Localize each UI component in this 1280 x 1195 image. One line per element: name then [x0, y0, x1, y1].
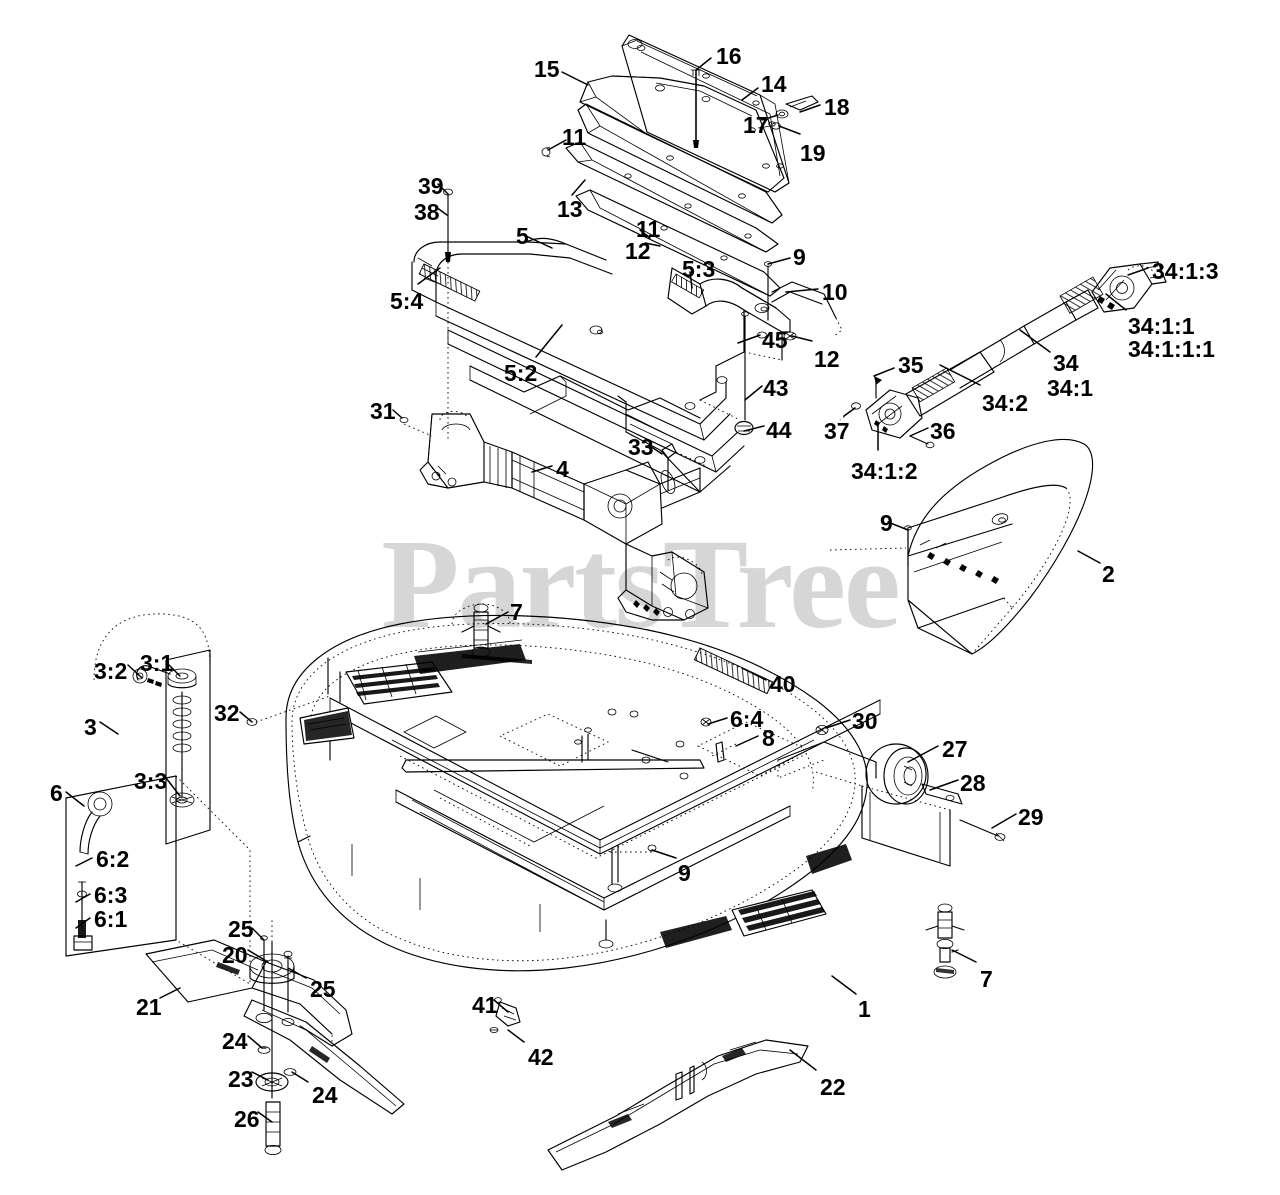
callout-19[interactable]: 19 [800, 140, 826, 166]
pto-driveshaft-34 [839, 261, 1167, 449]
callout-7[interactable]: 7 [510, 599, 523, 625]
callout-1[interactable]: 1 [858, 996, 871, 1022]
callout-5-2[interactable]: 5:2 [504, 360, 538, 386]
callout-11[interactable]: 11 [636, 216, 661, 242]
callout-34-1-3[interactable]: 34:1:3 [1152, 258, 1219, 284]
deck-decal-right-up [806, 844, 852, 874]
callout-14[interactable]: 14 [761, 71, 787, 97]
callout-24[interactable]: 24 [222, 1028, 248, 1054]
deck-decal-right-rear [731, 889, 827, 937]
callout-24[interactable]: 24 [312, 1082, 338, 1108]
callout-6-2[interactable]: 6:2 [96, 846, 130, 872]
callout-13[interactable]: 13 [557, 196, 583, 222]
callout-12[interactable]: 12 [814, 346, 840, 372]
callout-32[interactable]: 32 [214, 700, 240, 726]
front-frame-assembly-5 [411, 188, 791, 493]
deck-decal-rear-left [660, 916, 732, 948]
callout-3-1[interactable]: 3:1 [140, 650, 174, 676]
callout-10[interactable]: 10 [822, 279, 848, 305]
callout-9[interactable]: 9 [793, 244, 806, 270]
mower-deck-1 [285, 614, 965, 979]
callout-6[interactable]: 6 [50, 780, 63, 806]
callout-43[interactable]: 43 [763, 375, 789, 401]
callout-25[interactable]: 25 [228, 916, 254, 942]
deck-decal-center-top [414, 639, 526, 674]
callout-4[interactable]: 4 [556, 456, 569, 482]
gearbox-driveshaft-4 [399, 411, 709, 664]
callout-16[interactable]: 16 [716, 43, 742, 69]
callout-42[interactable]: 42 [528, 1044, 554, 1070]
callout-22[interactable]: 22 [820, 1074, 846, 1100]
callout-5-3[interactable]: 5:3 [682, 256, 716, 282]
hardware-41-42 [489, 997, 521, 1034]
callout-31[interactable]: 31 [370, 398, 396, 424]
callout-30[interactable]: 30 [852, 708, 878, 734]
callout-34-2[interactable]: 34:2 [982, 390, 1029, 416]
callout-17[interactable]: 17 [743, 112, 769, 138]
callout-38[interactable]: 38 [414, 199, 440, 225]
callout-6-4[interactable]: 6:4 [730, 706, 764, 732]
callout-37[interactable]: 37 [824, 418, 850, 444]
callout-40[interactable]: 40 [770, 671, 796, 697]
callout-34-1-2[interactable]: 34:1:2 [851, 458, 918, 484]
deck-decal-triangle [299, 707, 355, 745]
callout-6-1[interactable]: 6:1 [94, 906, 128, 932]
callout-36[interactable]: 36 [930, 418, 956, 444]
callout-8[interactable]: 8 [762, 725, 775, 751]
callout-3[interactable]: 3 [84, 714, 97, 740]
callout-27[interactable]: 27 [942, 736, 968, 762]
callout-44[interactable]: 44 [766, 417, 792, 443]
callout-35[interactable]: 35 [898, 352, 924, 378]
callout-34-1-1[interactable]: 34:1:1 [1128, 313, 1195, 339]
callout-20[interactable]: 20 [222, 942, 248, 968]
callout-5-4[interactable]: 5:4 [390, 288, 424, 314]
callout-18[interactable]: 18 [824, 94, 850, 120]
callout-34-1-1-1[interactable]: 34:1:1:1 [1128, 336, 1215, 362]
callout-23[interactable]: 23 [228, 1066, 254, 1092]
callout-45[interactable]: 45 [762, 327, 788, 353]
callout-12[interactable]: 12 [625, 238, 651, 264]
callout-15[interactable]: 15 [534, 56, 560, 82]
callout-28[interactable]: 28 [960, 770, 986, 796]
gauge-wheel-27 [777, 741, 1006, 867]
callout-39[interactable]: 39 [418, 173, 444, 199]
callout-29[interactable]: 29 [1018, 804, 1044, 830]
callout-41[interactable]: 41 [472, 992, 498, 1018]
callout-25[interactable]: 25 [310, 976, 336, 1002]
discharge-chute-2 [829, 438, 1094, 655]
callout-21[interactable]: 21 [136, 994, 162, 1020]
callout-34-1[interactable]: 34:1 [1047, 375, 1094, 401]
callout-6-3[interactable]: 6:3 [94, 882, 128, 908]
callout-9[interactable]: 9 [678, 860, 691, 886]
callout-7[interactable]: 7 [980, 966, 993, 992]
callout-2[interactable]: 2 [1102, 561, 1115, 587]
callout-26[interactable]: 26 [234, 1106, 260, 1132]
callout-34[interactable]: 34 [1053, 350, 1079, 376]
callout-11[interactable]: 11 [562, 124, 587, 150]
callout-33[interactable]: 33 [628, 434, 654, 460]
callout-9[interactable]: 9 [880, 510, 893, 536]
callout-5[interactable]: 5 [516, 223, 529, 249]
callout-3-3[interactable]: 3:3 [134, 768, 168, 794]
callout-3-2[interactable]: 3:2 [94, 658, 128, 684]
